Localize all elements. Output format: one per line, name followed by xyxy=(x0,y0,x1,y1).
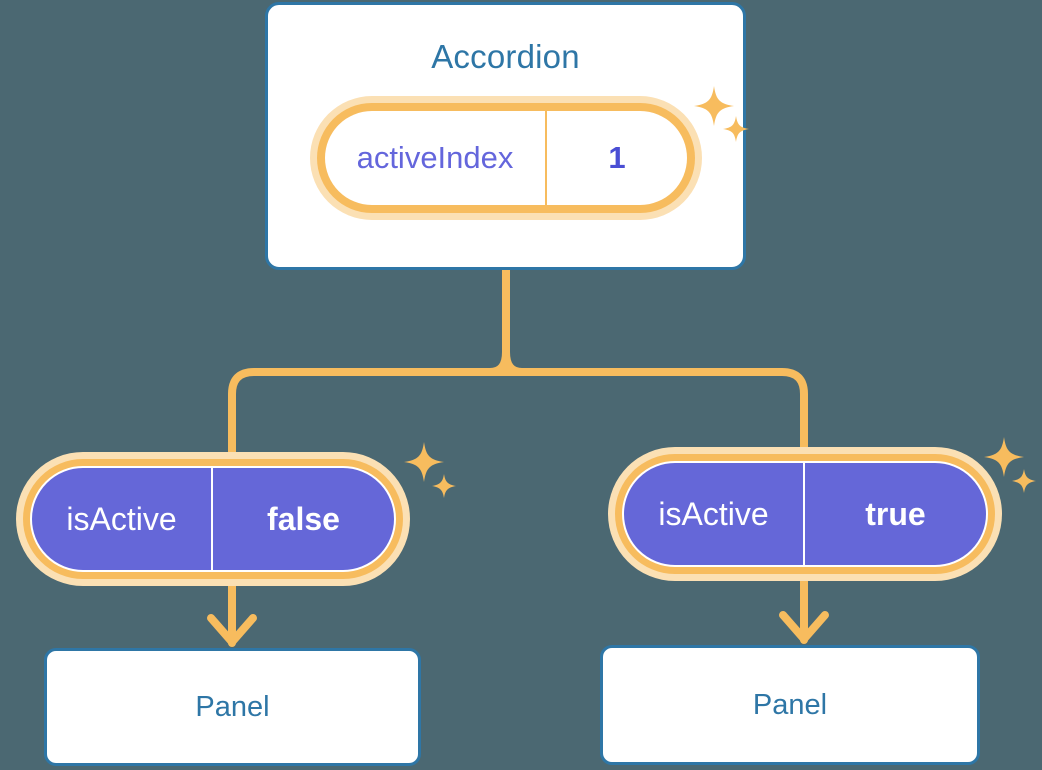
arrow-down-icon xyxy=(779,611,829,643)
connector-branch-right xyxy=(502,368,808,456)
state-value-label: 1 xyxy=(608,140,626,175)
pill-body: isActive false xyxy=(30,466,396,572)
panel-label: Panel xyxy=(752,688,828,721)
state-pill-is-active-true[interactable]: isActive true xyxy=(608,447,1002,581)
connector-branch-left xyxy=(228,368,510,460)
pill-body: isActive true xyxy=(622,461,988,567)
state-value-label: true xyxy=(865,495,926,532)
panel-label: Panel xyxy=(195,690,270,723)
state-pill-is-active-false[interactable]: isActive false xyxy=(16,452,410,586)
state-pill-active-index[interactable]: activeIndex 1 xyxy=(310,96,702,220)
state-key-label: activeIndex xyxy=(325,111,547,205)
state-key-label: isActive xyxy=(624,463,805,565)
state-key-label: isActive xyxy=(32,468,213,570)
panel-card-right[interactable]: Panel xyxy=(600,645,980,765)
arrow-down-icon xyxy=(207,614,257,646)
state-value-label: false xyxy=(267,500,340,537)
pill-body: activeIndex 1 xyxy=(325,111,687,205)
panel-card-left[interactable]: Panel xyxy=(44,648,421,766)
page-title: Accordion xyxy=(431,38,580,75)
